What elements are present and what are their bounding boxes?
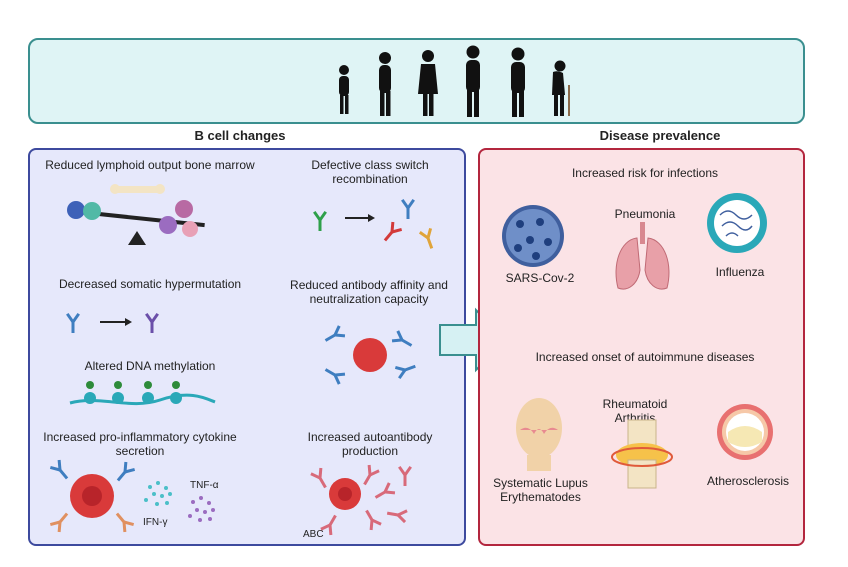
tnf-alpha-label: TNF-α <box>190 480 219 491</box>
antibody-binding-virus-icon <box>321 324 418 386</box>
autoantibody-label: Increased autoantibody production <box>307 430 433 458</box>
methylation-label: Altered DNA methylation <box>84 359 216 373</box>
cytokine-secreting-cell-icon <box>48 458 137 534</box>
adult-silhouette-icon <box>466 45 480 117</box>
influenza-virus-icon <box>707 193 767 253</box>
lymphoid-output-label: Reduced lymphoid output bone marrow <box>45 158 255 172</box>
teen-silhouette-icon <box>379 52 391 116</box>
lungs-icon <box>615 222 670 290</box>
b-cell-changes-heading: B cell changes <box>194 128 286 143</box>
influenza-label: Influenza <box>715 265 765 279</box>
abc-label: ABC <box>303 529 324 540</box>
class-switch-label: Defective class switch recombination <box>311 158 429 186</box>
affinity-label: Reduced antibody affinity and neutraliza… <box>290 278 448 306</box>
class-switch-antibody-icons <box>313 198 439 251</box>
hypermutation-label: Decreased somatic hypermutation <box>58 277 242 291</box>
sle-label: Systematic Lupus Erythematodes <box>493 476 588 504</box>
sars-cov-2-label: SARS-Cov-2 <box>505 271 575 285</box>
infections-header: Increased risk for infections <box>571 166 719 180</box>
ifn-gamma-label: IFN-γ <box>143 517 168 528</box>
human-silhouettes-group <box>339 45 570 117</box>
bone-marrow-seesaw-icon <box>67 184 205 245</box>
young-adult-silhouette-icon <box>418 50 438 116</box>
cytokine-label: Increased pro-inflammatory cytokine secr… <box>43 430 237 458</box>
atherosclerosis-artery-icon <box>717 404 773 460</box>
elderly-silhouette-icon <box>552 60 566 116</box>
autoimmune-header: Increased onset of autoimmune diseases <box>535 350 755 364</box>
middle-aged-silhouette-icon <box>511 47 525 117</box>
hypermutation-antibody-icons <box>66 312 159 333</box>
tnf-alpha-dots-icon <box>188 496 215 522</box>
dna-methylation-icon <box>69 381 216 406</box>
disease-prevalence-heading: Disease prevalence <box>599 128 721 143</box>
ifn-gamma-dots-icon <box>144 481 172 506</box>
rheumatoid-arthritis-joint-icon <box>611 419 673 489</box>
pneumonia-label: Pneumonia <box>614 207 676 221</box>
life-course-banner <box>28 38 805 124</box>
atherosclerosis-label: Atherosclerosis <box>706 474 790 488</box>
child-silhouette-icon <box>339 65 349 114</box>
autoantibody-producing-cell-icon <box>309 463 412 537</box>
walking-cane-icon <box>568 85 570 116</box>
lupus-face-icon <box>516 398 562 471</box>
sars-cov-2-virus-icon <box>502 205 564 267</box>
